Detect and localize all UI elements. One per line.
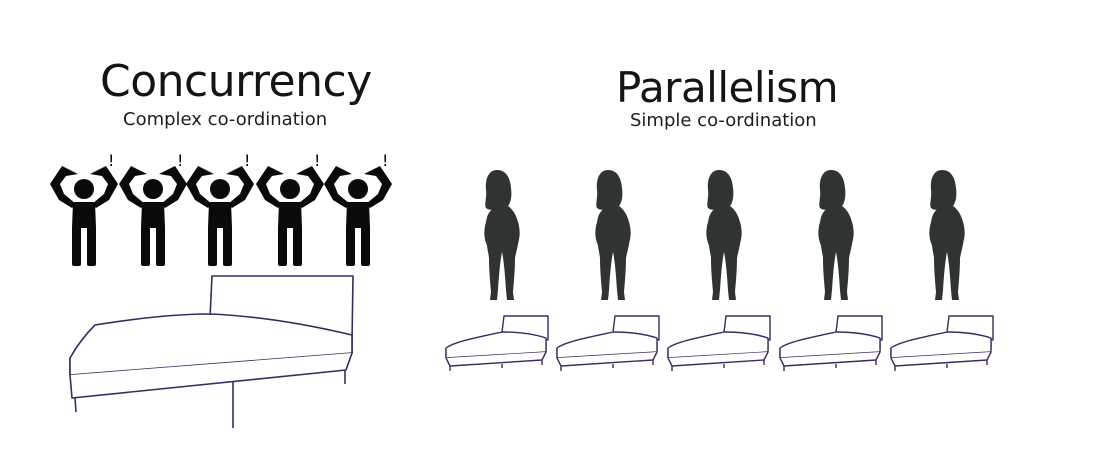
- concurrency-title: Concurrency: [100, 56, 372, 107]
- exclamation-mark: !: [314, 151, 320, 170]
- stressed-person-icon: [119, 166, 187, 266]
- stressed-person-icon: [50, 166, 118, 266]
- exclamation-mark: !: [177, 151, 183, 170]
- concurrency-subtitle: Complex co-ordination: [123, 109, 328, 130]
- standing-woman-icon: [484, 170, 520, 300]
- single-bed-icon: [890, 315, 994, 372]
- single-bed-icon: [667, 315, 771, 372]
- exclamation-mark: !: [108, 151, 114, 170]
- stressed-person-icon: [186, 166, 254, 266]
- standing-woman-icon: [595, 170, 631, 300]
- exclamation-mark: !: [244, 151, 250, 170]
- stressed-person-icon: [324, 166, 392, 266]
- parallelism-subtitle: Simple co-ordination: [630, 110, 817, 131]
- standing-woman-icon: [706, 170, 742, 300]
- stressed-person-icon: [256, 166, 324, 266]
- exclamation-mark: !: [382, 151, 388, 170]
- standing-woman-icon: [929, 170, 965, 300]
- parallelism-title: Parallelism: [616, 63, 839, 112]
- single-bed-icon: [779, 315, 883, 372]
- standing-woman-icon: [818, 170, 854, 300]
- single-bed-icon: [556, 315, 660, 372]
- large-bed-icon: [69, 275, 354, 428]
- single-bed-icon: [445, 315, 549, 372]
